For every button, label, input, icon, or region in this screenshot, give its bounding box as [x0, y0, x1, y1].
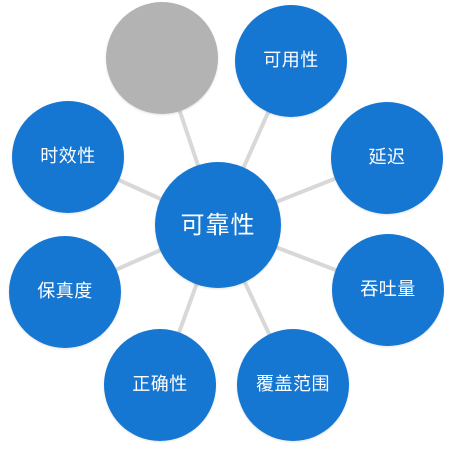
coverage-node: 覆盖范围 [237, 329, 349, 441]
fidelity-node: 保真度 [9, 236, 121, 348]
fidelity-label: 保真度 [37, 281, 93, 303]
timeliness-node: 时效性 [12, 101, 124, 213]
correctness-label: 正确性 [132, 374, 188, 396]
coverage-label: 覆盖范围 [256, 374, 330, 396]
throughput-node: 吞吐量 [332, 234, 444, 346]
empty-node [106, 2, 218, 114]
latency-node: 延迟 [331, 102, 443, 214]
availability-label: 可用性 [263, 50, 319, 72]
center-label: 可靠性 [180, 210, 256, 239]
correctness-node: 正确性 [104, 329, 216, 441]
availability-node: 可用性 [235, 5, 347, 117]
latency-label: 延迟 [368, 147, 406, 169]
throughput-label: 吞吐量 [360, 279, 416, 301]
timeliness-label: 时效性 [40, 146, 96, 168]
center-node: 可靠性 [155, 162, 281, 288]
